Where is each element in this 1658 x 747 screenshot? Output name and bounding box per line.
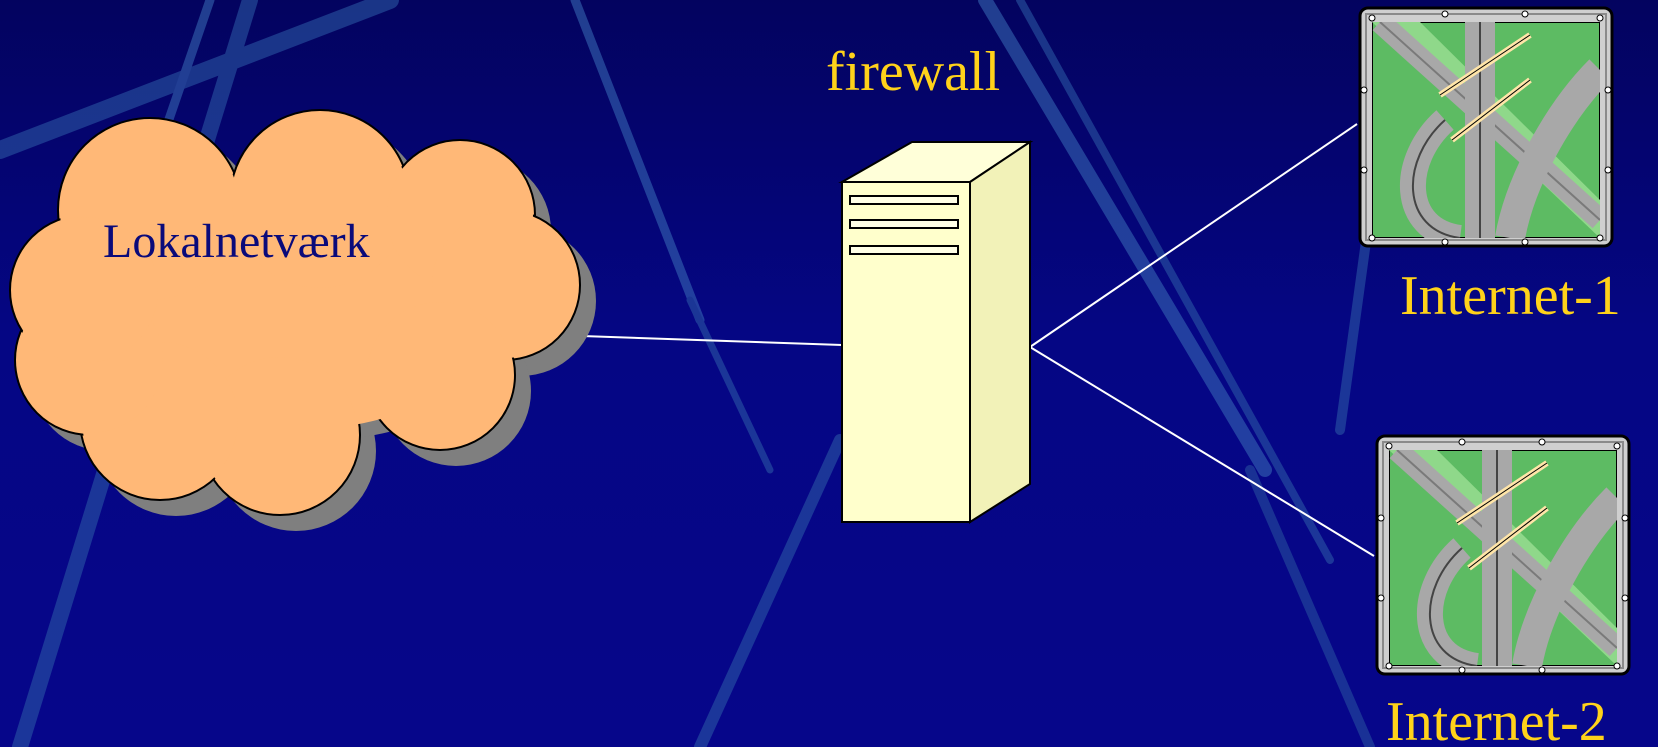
firewall-label: firewall [826,41,1001,103]
internet1-highway-icon [1358,6,1614,248]
lan-cloud-label: Lokalnetværk [103,215,370,268]
connectors [581,123,1375,557]
internet2-highway-icon [1375,434,1631,676]
edge-lan-firewall [581,335,843,346]
internet1-label: Internet-1 [1400,265,1621,327]
firewall-server-icon [838,140,1034,524]
lan-cloud [9,109,596,531]
edge-firewall-internet1 [1029,123,1358,348]
edge-firewall-internet2 [1029,346,1375,557]
internet2-label: Internet-2 [1386,691,1607,747]
